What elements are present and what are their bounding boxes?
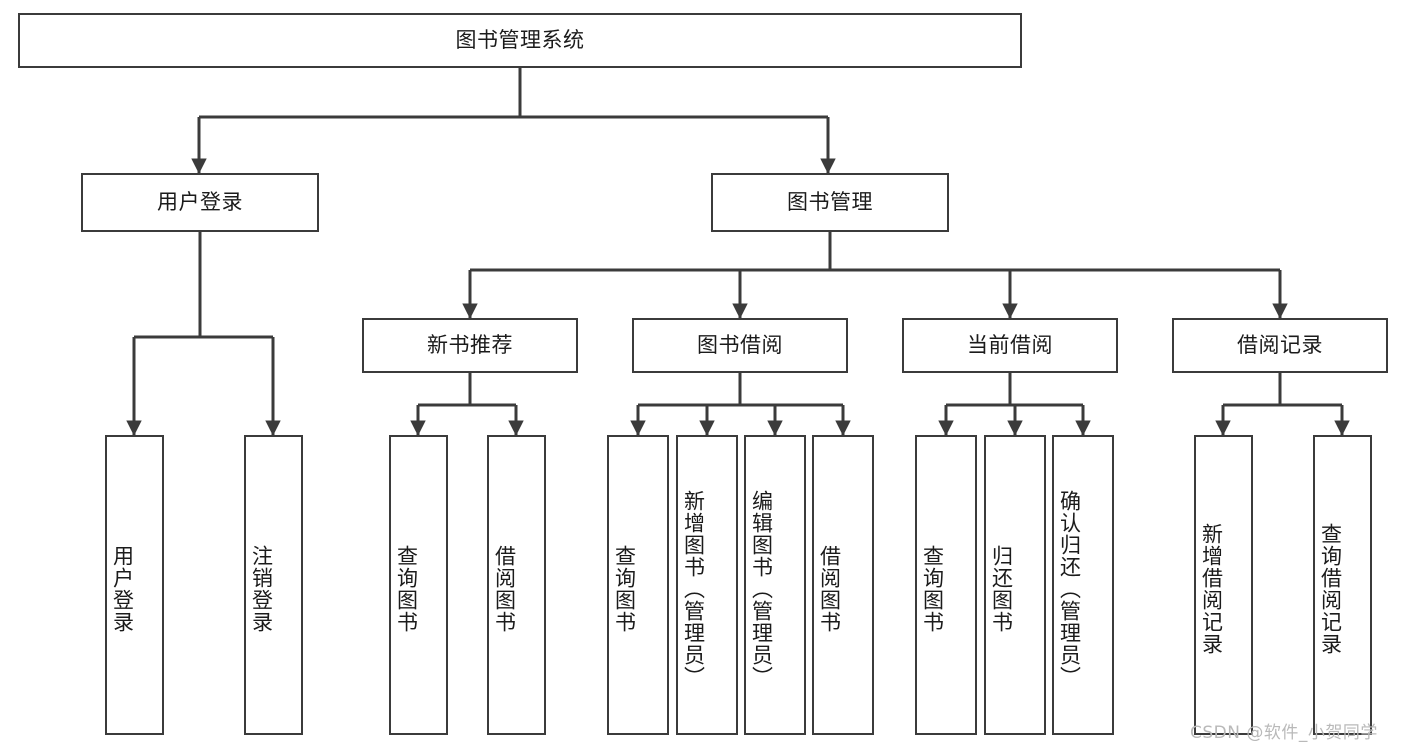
node-borrow-record[interactable]: 借阅记录: [1172, 318, 1388, 373]
node-leaf-add-book-admin-label: 新增图书（管理员）: [681, 490, 706, 688]
node-book-borrow[interactable]: 图书借阅: [632, 318, 848, 373]
node-leaf-return-book[interactable]: 归还图书: [984, 435, 1046, 735]
node-leaf-return-book-label: 归还图书: [989, 545, 1014, 633]
node-leaf-edit-book-admin[interactable]: 编辑图书（管理员）: [744, 435, 806, 735]
node-user-login-label: 用户登录: [157, 190, 243, 215]
node-new-book-recommend[interactable]: 新书推荐: [362, 318, 578, 373]
node-leaf-query-book-cur-label: 查询图书: [920, 545, 945, 633]
node-leaf-borrow-book-rec-label: 借阅图书: [492, 545, 517, 633]
node-leaf-edit-book-admin-label: 编辑图书（管理员）: [749, 490, 774, 688]
node-root-label: 图书管理系统: [455, 28, 585, 53]
node-leaf-borrow-book-bor[interactable]: 借阅图书: [812, 435, 874, 735]
node-leaf-query-book-bor[interactable]: 查询图书: [607, 435, 669, 735]
node-leaf-borrow-book-bor-label: 借阅图书: [817, 545, 842, 633]
node-leaf-add-borrow-record-label: 新增借阅记录: [1199, 523, 1224, 655]
node-leaf-add-borrow-record[interactable]: 新增借阅记录: [1194, 435, 1253, 735]
node-leaf-confirm-return-admin-label: 确认归还（管理员）: [1057, 490, 1082, 688]
node-root[interactable]: 图书管理系统: [18, 13, 1022, 68]
node-leaf-logout-label: 注销登录: [249, 545, 274, 633]
node-leaf-user-login[interactable]: 用户登录: [105, 435, 164, 735]
node-leaf-query-book-cur[interactable]: 查询图书: [915, 435, 977, 735]
node-book-manage[interactable]: 图书管理: [711, 173, 949, 232]
node-leaf-query-borrow-record[interactable]: 查询借阅记录: [1313, 435, 1372, 735]
node-borrow-record-label: 借阅记录: [1237, 333, 1323, 358]
node-leaf-query-book-rec[interactable]: 查询图书: [389, 435, 448, 735]
node-user-login[interactable]: 用户登录: [81, 173, 319, 232]
node-leaf-confirm-return-admin[interactable]: 确认归还（管理员）: [1052, 435, 1114, 735]
node-leaf-query-borrow-record-label: 查询借阅记录: [1318, 523, 1343, 655]
node-new-book-recommend-label: 新书推荐: [427, 333, 513, 358]
node-leaf-user-login-label: 用户登录: [110, 545, 135, 633]
node-book-manage-label: 图书管理: [787, 190, 873, 215]
node-leaf-add-book-admin[interactable]: 新增图书（管理员）: [676, 435, 738, 735]
node-book-borrow-label: 图书借阅: [697, 333, 783, 358]
node-leaf-logout[interactable]: 注销登录: [244, 435, 303, 735]
csdn-watermark: CSDN @软件_小贺同学: [1190, 723, 1378, 743]
node-leaf-query-book-rec-label: 查询图书: [394, 545, 419, 633]
node-leaf-borrow-book-rec[interactable]: 借阅图书: [487, 435, 546, 735]
node-current-borrow-label: 当前借阅: [967, 333, 1053, 358]
node-current-borrow[interactable]: 当前借阅: [902, 318, 1118, 373]
node-leaf-query-book-bor-label: 查询图书: [612, 545, 637, 633]
